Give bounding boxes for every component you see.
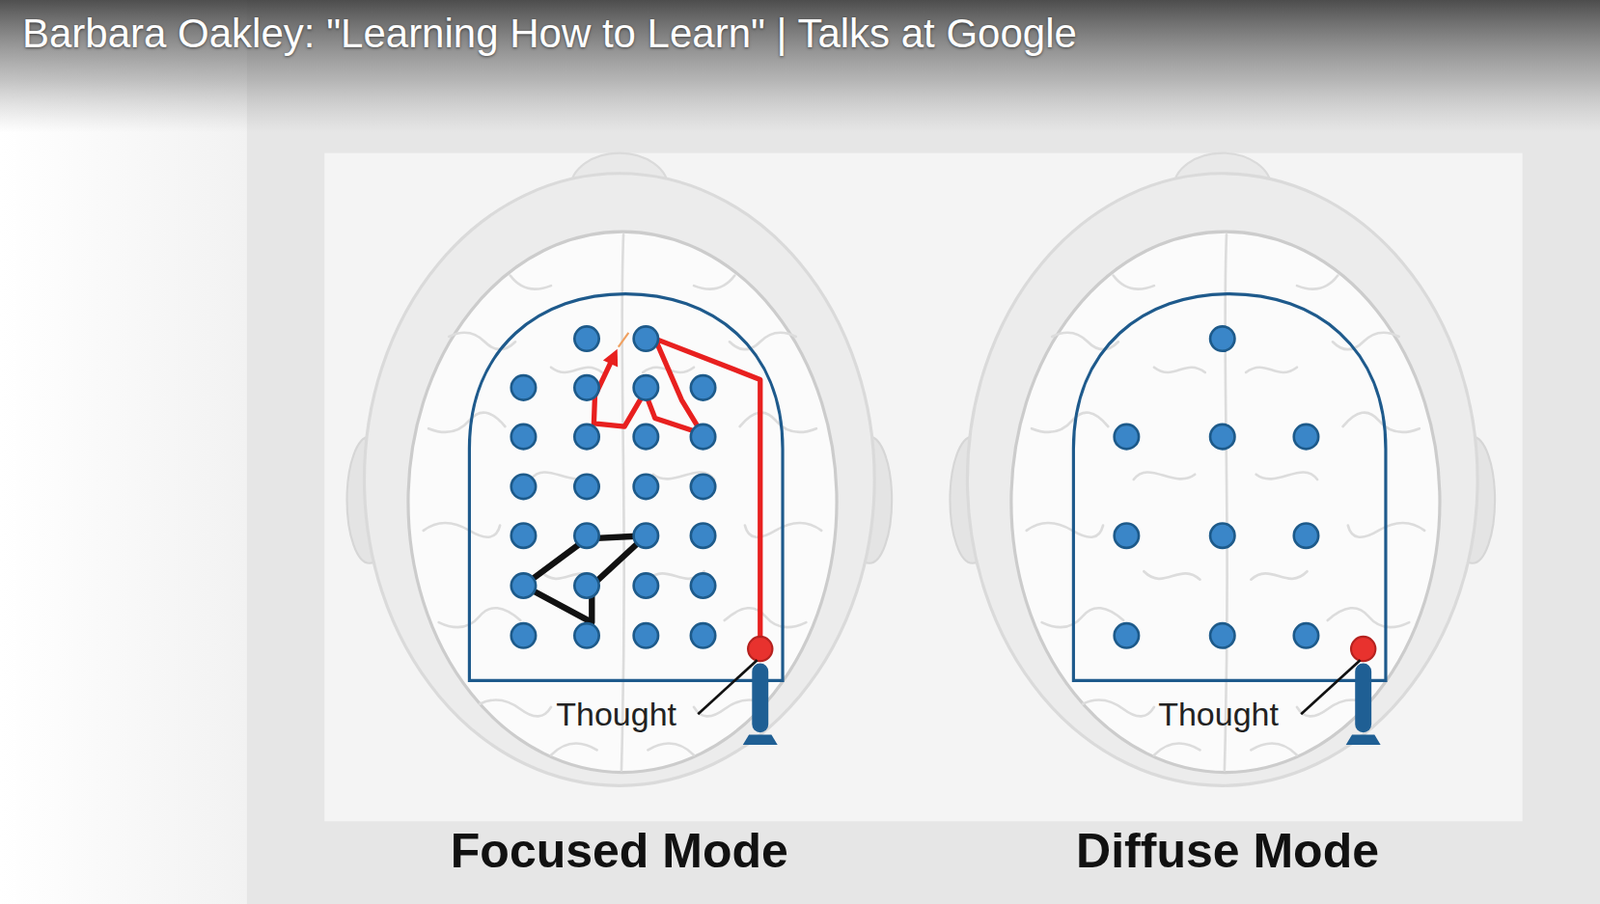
video-title: Barbara Oakley: "Learning How to Learn" … (22, 9, 1077, 58)
mode-title: Focused Mode (450, 824, 789, 881)
thought-path (593, 338, 760, 649)
left-strip (0, 0, 248, 904)
focused-brain (347, 153, 893, 787)
trail-line (618, 332, 630, 348)
pinball-board (1073, 294, 1386, 682)
pinball-board (468, 294, 783, 682)
diffuse-brain (949, 153, 1495, 787)
plunger-base (743, 734, 778, 745)
slide-panel (324, 153, 1522, 823)
thought-label: Thought (1158, 695, 1279, 734)
leader-line (697, 660, 757, 715)
neuron-dots (511, 326, 716, 648)
leader-line (1300, 660, 1360, 715)
thought-label: Thought (555, 695, 677, 734)
thought-ball (747, 636, 773, 662)
plunger (751, 662, 769, 733)
mode-title: Diffuse Mode (1075, 824, 1380, 881)
plunger (1354, 662, 1372, 733)
thought-ball (1351, 636, 1376, 662)
mode-caption: Focused Mode (441, 819, 799, 885)
title-shade (0, 0, 1600, 133)
neuron-dots (1114, 326, 1319, 648)
mode-caption: Diffuse Mode (1066, 819, 1389, 885)
plunger-base (1346, 734, 1381, 745)
thought-arrowhead (603, 349, 618, 368)
